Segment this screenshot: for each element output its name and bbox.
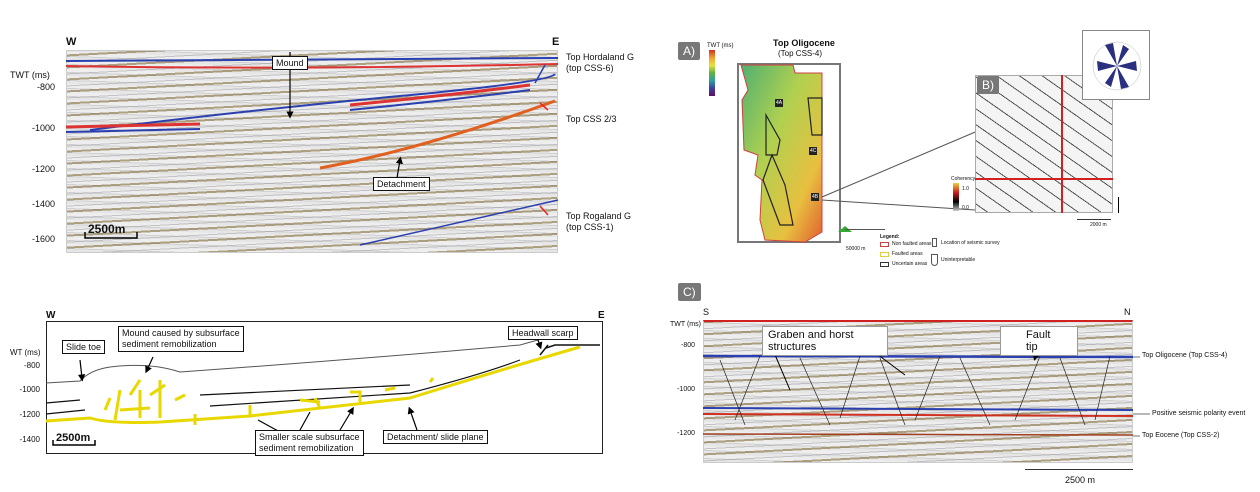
scale-bar-label: 2500m [88, 222, 126, 236]
map-title: Top Oligocene [773, 38, 835, 48]
coherency-colorbar [953, 183, 959, 211]
tick: -1000 [19, 385, 40, 394]
legend-swatch [880, 242, 889, 247]
north-label: N [1124, 307, 1131, 317]
tick: -800 [23, 361, 40, 370]
twt-colorbar [709, 50, 715, 96]
scale-label: 2000 m [1090, 222, 1107, 228]
scale-label: 2500 m [1065, 475, 1096, 485]
tick: -1000 [31, 123, 55, 133]
north-arrow-icon [1118, 197, 1119, 213]
callout-line: sediment remobilization [259, 443, 354, 453]
west-label: W [46, 310, 56, 321]
scale-bar [845, 229, 885, 230]
area-label: 4B [811, 193, 820, 201]
south-label: S [703, 307, 710, 317]
horizon-label: Top Rogaland G [566, 211, 632, 221]
horizon-label: Top Oligocene (Top CSS-4) [1142, 352, 1228, 359]
panel-label: A) [678, 42, 700, 60]
area-label: 4C [809, 147, 818, 155]
area-label: 4A [775, 99, 784, 107]
mound-callout: Mound [272, 56, 308, 70]
horizon-label: (top CSS-6) [566, 63, 614, 73]
colorbar-label: Coherency [951, 176, 976, 182]
legend-swatch [931, 254, 938, 266]
east-label: E [598, 310, 605, 321]
axis-label: TWT (ms) [670, 321, 701, 328]
tick: -1400 [19, 435, 40, 444]
scale-label: 50000 m [846, 246, 866, 252]
tick: -1200 [19, 410, 40, 419]
panel-label: B) [977, 76, 999, 94]
rose-diagram [1082, 30, 1150, 100]
axis-label: TWT (ms) [10, 70, 50, 80]
west-label: W [66, 36, 77, 48]
legend-item: Uninterpretable [941, 257, 976, 263]
callout-line: Mound caused by subsurface [122, 328, 240, 338]
tick: -800 [36, 82, 55, 92]
scale-bar [1077, 219, 1111, 220]
map-subtitle: (Top CSS-4) [778, 49, 823, 58]
horizon-label: Top Hordaland G [566, 52, 635, 62]
legend-item: Faulted areas [892, 251, 923, 257]
legend-title: Legend: [880, 234, 900, 240]
headwall-callout: Headwall scarp [508, 326, 578, 340]
smaller-remobilization-callout: Smaller scale subsurface sediment remobi… [255, 430, 364, 456]
horizon-label: Top Eocene (Top CSS-2) [1142, 432, 1220, 439]
graben-horst-callout: Graben and horst structures [762, 326, 888, 356]
tick: -1200 [31, 164, 55, 174]
tick: -1600 [31, 234, 55, 244]
axis-label: WT (ms) [10, 348, 41, 357]
legend-item: Uncertain areas [892, 261, 928, 267]
horizon-label: Top CSS 2/3 [566, 114, 617, 124]
legend-swatch [932, 238, 937, 247]
slide-toe-callout: Slide toe [62, 340, 106, 354]
east-label: E [552, 36, 560, 48]
tick: -1000 [677, 386, 695, 393]
callout-line: Smaller scale subsurface [259, 432, 360, 442]
tick: -1400 [31, 199, 55, 209]
scale-bar-label: 2500m [56, 432, 91, 444]
legend-swatch [880, 262, 889, 267]
callout-line: sediment remobilization [122, 339, 217, 349]
detachment-callout: Detachment/ slide plane [383, 430, 488, 444]
legend-item: Location of seismic survey [941, 240, 1000, 246]
mound-callout: Mound caused by subsurface sediment remo… [118, 326, 244, 352]
legend-swatch [880, 252, 889, 257]
rose-petals [1092, 41, 1142, 91]
legend-item: Non faulted areas [892, 241, 932, 247]
horizon-label: (top CSS-1) [566, 222, 614, 232]
colorbar-max: 1.0 [962, 186, 969, 192]
colorbar-min: 0.0 [962, 205, 969, 211]
section-line-v [1061, 75, 1063, 213]
survey-frame [737, 63, 841, 243]
detachment-callout: Detachment [373, 177, 430, 191]
fault-tip-callout: Fault tip [1000, 326, 1078, 356]
panel-label: C) [678, 283, 701, 301]
scale-bar [1025, 469, 1133, 470]
tick: -1200 [677, 430, 695, 437]
colorbar-label: TWT (ms) [707, 43, 734, 49]
tick: -800 [680, 342, 695, 349]
section-line-h [975, 178, 1113, 180]
horizon-label: Positive seismic polarity event [1152, 410, 1246, 417]
